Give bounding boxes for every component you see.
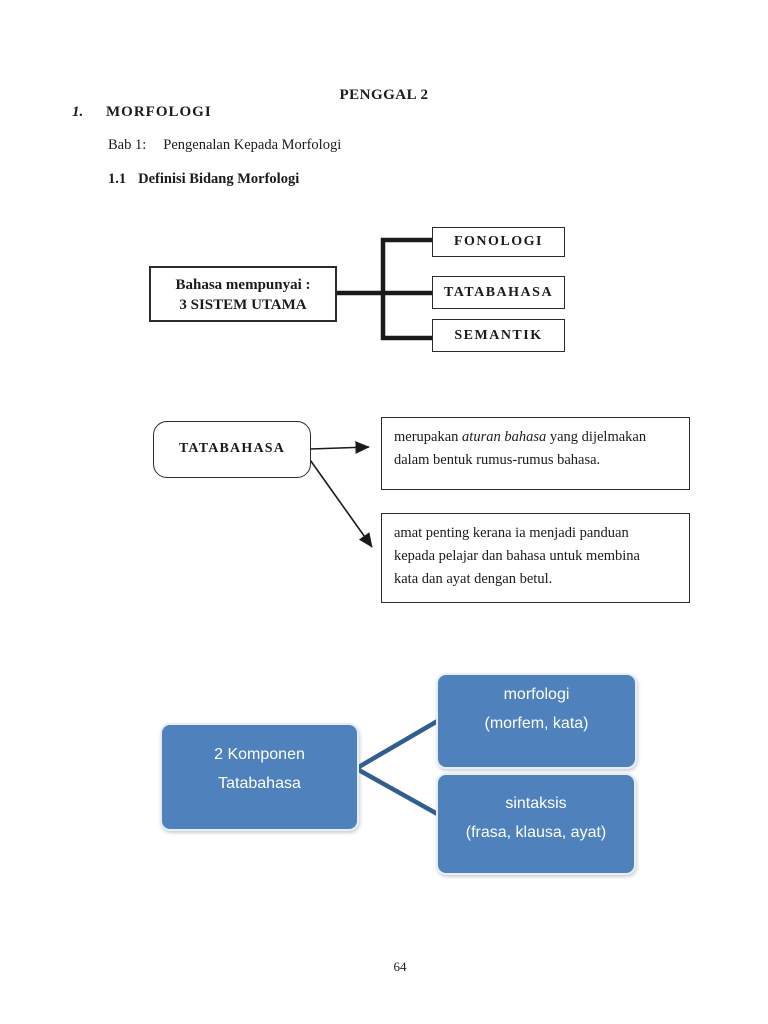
components-root-line2: Tatabahasa xyxy=(218,775,301,792)
page-number: 64 xyxy=(393,959,407,974)
branch-box-tatabahasa: TATABAHASA xyxy=(432,276,565,309)
chapter-heading: Bab 1: Pengenalan Kepada Morfologi xyxy=(108,137,341,154)
subsection-number: 1.1 xyxy=(108,171,127,187)
bracket-connector xyxy=(336,237,432,341)
branch-box-semantik: SEMANTIK xyxy=(432,319,565,352)
note1-line1-post: yang dijelmakan xyxy=(546,429,647,445)
component-box-morfologi: morfologi (morfem, kata) xyxy=(436,673,637,769)
component-title: morfologi xyxy=(503,686,570,703)
language-systems-root-box: Bahasa mempunyai : 3 SISTEM UTAMA xyxy=(149,266,337,322)
root-line2: 3 SISTEM UTAMA xyxy=(179,297,307,313)
note1-line1-pre: merupakan xyxy=(394,429,463,445)
subsection-title: Definisi Bidang Morfologi xyxy=(138,171,300,187)
component-box-sintaksis: sintaksis (frasa, klausa, ayat) xyxy=(436,773,636,875)
tatabahasa-note1-box: merupakan aturan bahasa yang dijelmakan … xyxy=(381,417,690,490)
section-number: 1. xyxy=(72,104,84,120)
section-title: MORFOLOGI xyxy=(106,104,212,120)
tatabahasa-note2-box: amat penting kerana ia menjadi panduan k… xyxy=(381,513,690,603)
component-subtitle: (morfem, kata) xyxy=(484,715,589,732)
note2-line1: amat penting kerana ia menjadi panduan xyxy=(394,525,629,541)
component-subtitle: (frasa, klausa, ayat) xyxy=(465,824,607,841)
note1-line1: merupakan aturan bahasa yang dijelmakan xyxy=(394,426,677,449)
chapter-label: Bab 1: xyxy=(108,137,147,153)
components-connector xyxy=(355,717,443,818)
note2-line2: kepada pelajar dan bahasa untuk membina xyxy=(394,548,640,564)
page-title: PENGGAL 2 xyxy=(339,87,429,103)
section-heading: 1. MORFOLOGI xyxy=(72,104,212,121)
components-root-line1: 2 Komponen xyxy=(214,746,305,763)
tatabahasa-root-box: TATABAHASA xyxy=(153,421,311,478)
note1-line1-italic: aturan bahasa xyxy=(462,429,547,445)
tatabahasa-arrows xyxy=(307,441,373,548)
chapter-title: Pengenalan Kepada Morfologi xyxy=(163,137,342,153)
components-root-box: 2 Komponen Tatabahasa xyxy=(160,723,359,831)
note2-line3: kata dan ayat dengan betul. xyxy=(394,571,553,587)
component-title: sintaksis xyxy=(505,795,567,812)
branch-box-fonologi: FONOLOGI xyxy=(432,227,565,257)
root-line1: Bahasa mempunyai : xyxy=(175,277,311,293)
subsection-heading: 1.1 Definisi Bidang Morfologi xyxy=(108,171,299,188)
note1-line2: dalam bentuk rumus-rumus bahasa. xyxy=(394,452,601,468)
